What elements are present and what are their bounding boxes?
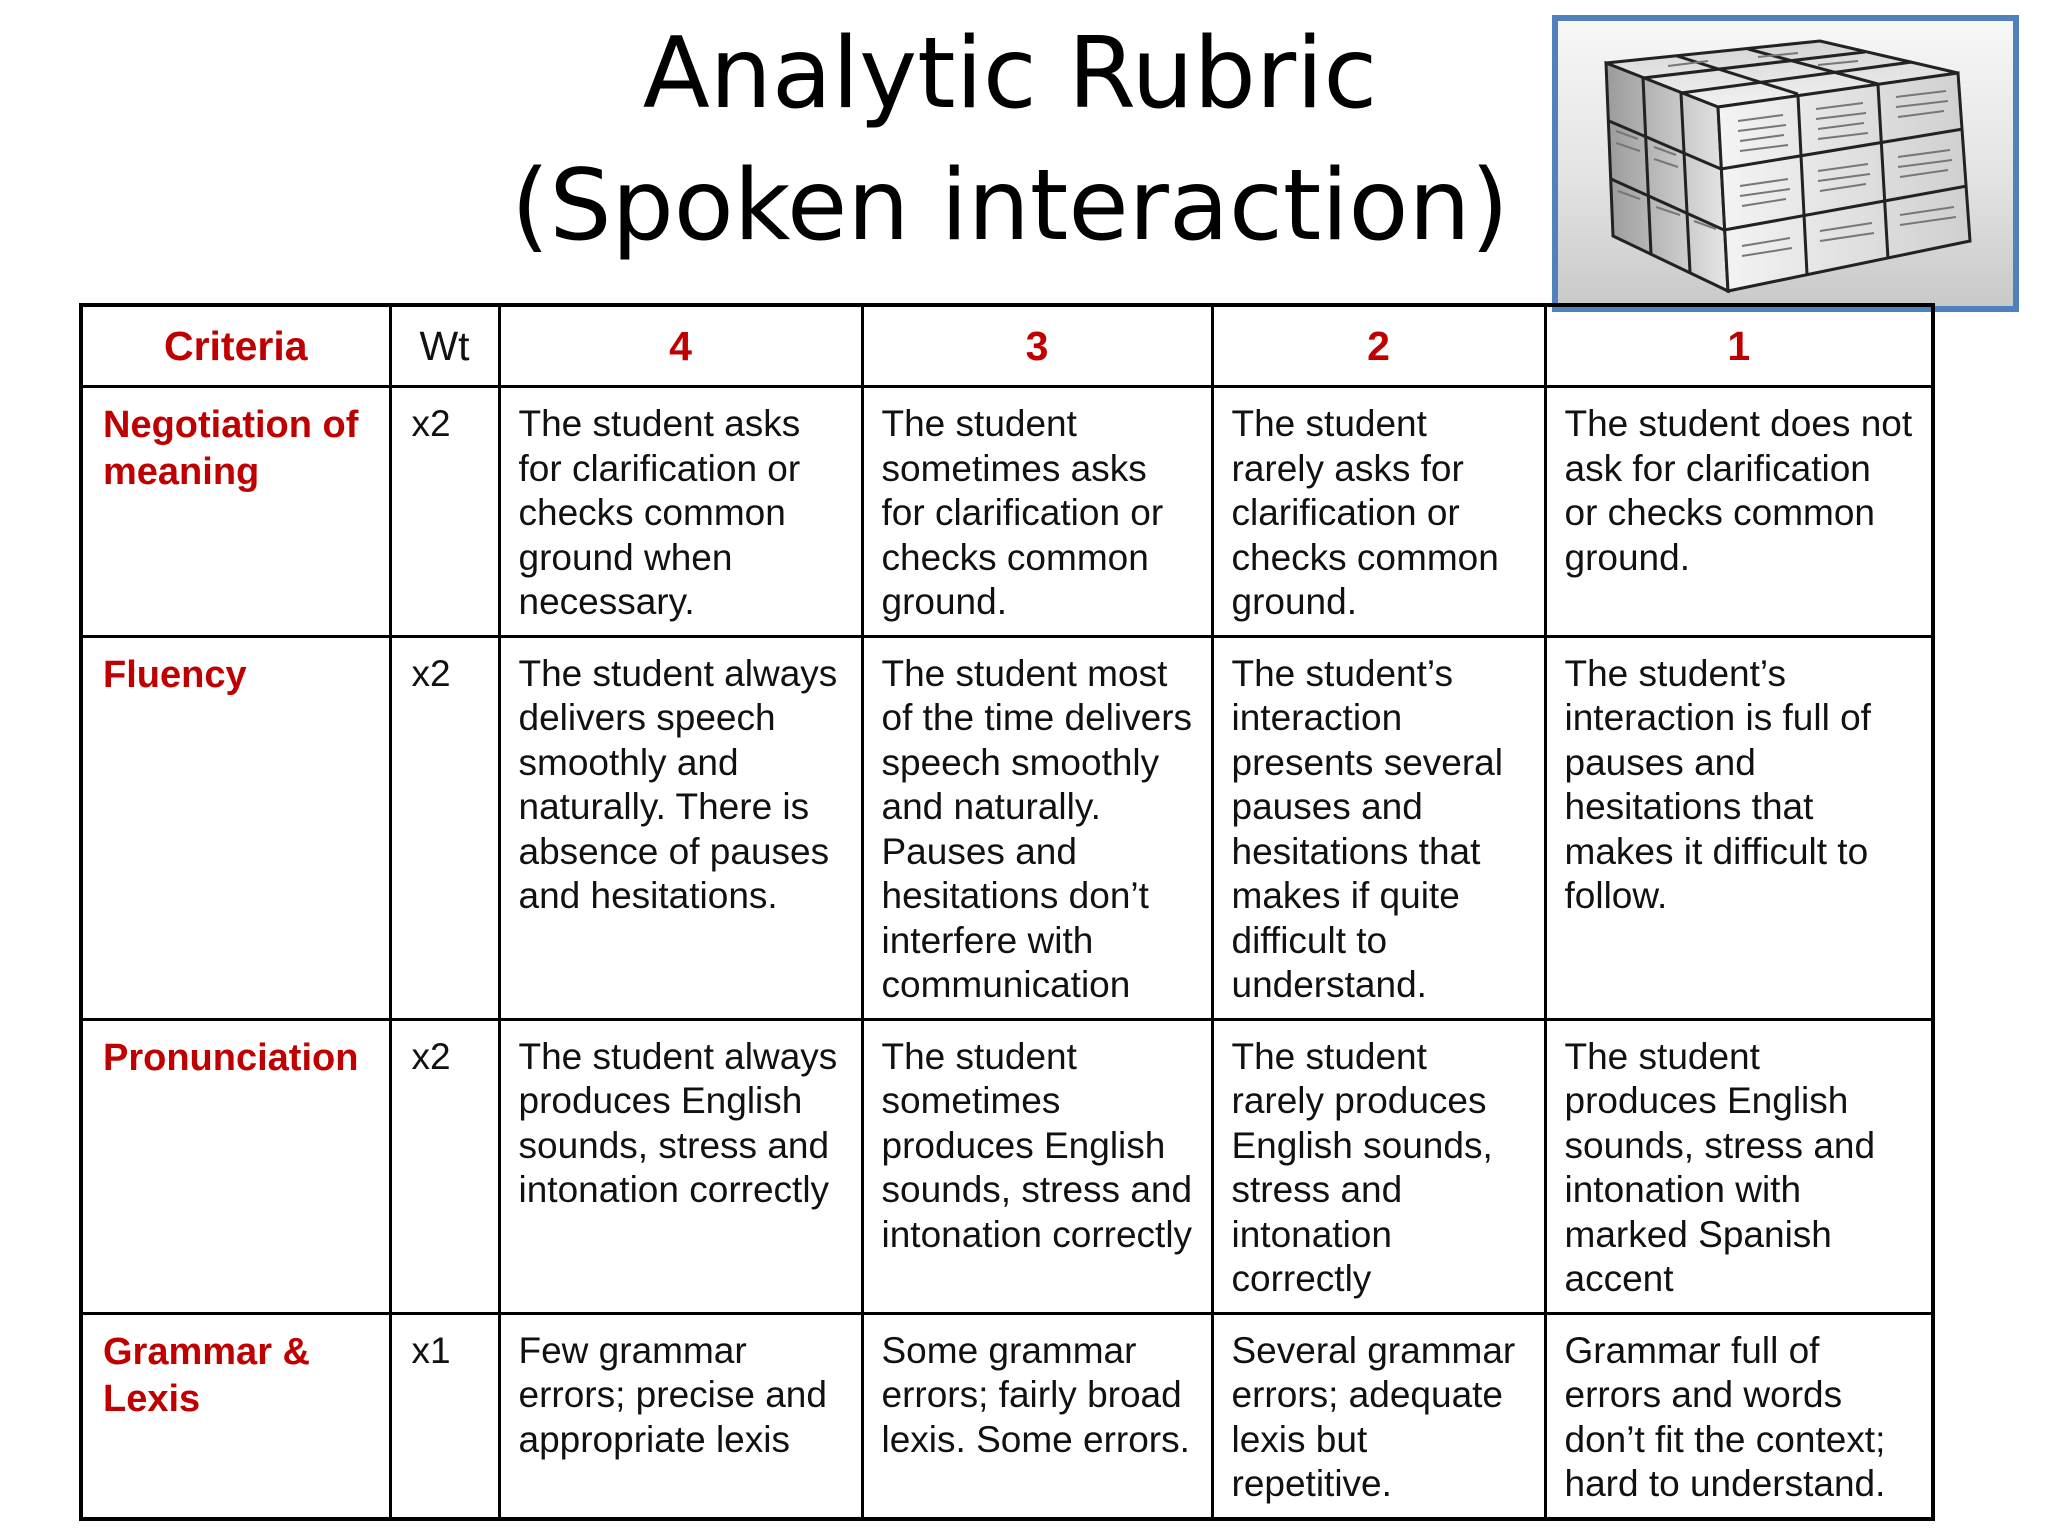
table-row: Pronunciation x2 The student always prod… [79,1017,1935,1315]
level-4-cell: The student asks for clarification or ch… [497,385,864,638]
table-header-row: Criteria Wt 4 3 2 1 [79,303,1935,388]
level-3-cell: The student most of the time delivers sp… [860,634,1214,1021]
rubik-cube-of-text-sheets-image [1552,15,2019,312]
criterion-cell: Fluency [79,634,392,1021]
table-row: Grammar & Lexis x1 Few grammar errors; p… [79,1311,1935,1520]
page-title: Analytic Rubric (Spoken interaction) [480,8,1540,272]
level-2-cell: The student’s interaction presents sever… [1210,634,1547,1021]
weight-cell: x2 [388,385,501,638]
header-level-1: 1 [1543,303,1935,388]
criterion-cell: Pronunciation [79,1017,392,1315]
table-row: Fluency x2 The student always delivers s… [79,634,1935,1021]
level-1-cell: The student’s interaction is full of pau… [1543,634,1935,1021]
level-2-cell: The student rarely asks for clarificatio… [1210,385,1547,638]
criterion-cell: Grammar & Lexis [79,1311,392,1520]
level-4-cell: The student always produces English soun… [497,1017,864,1315]
rubric-table: Criteria Wt 4 3 2 1 Negotiation of meani… [79,303,1935,1521]
level-1-cell: The student produces English sounds, str… [1543,1017,1935,1315]
header-level-4: 4 [497,303,864,388]
level-2-cell: The student rarely produces English soun… [1210,1017,1547,1315]
weight-cell: x2 [388,634,501,1021]
level-3-cell: The student sometimes asks for clarifica… [860,385,1214,638]
title-line-2: (Spoken interaction) [511,149,1509,263]
level-1-cell: Grammar full of errors and words don’t f… [1543,1311,1935,1520]
criterion-cell: Negotiation of meaning [79,385,392,638]
table-row: Negotiation of meaning x2 The student as… [79,385,1935,638]
title-line-1: Analytic Rubric [642,17,1378,131]
header-weight: Wt [388,303,501,388]
cube-illustration [1604,39,1972,294]
level-3-cell: The student sometimes produces English s… [860,1017,1214,1315]
level-3-cell: Some grammar errors; fairly broad lexis.… [860,1311,1214,1520]
header-level-2: 2 [1210,303,1547,388]
level-1-cell: The student does not ask for clarificati… [1543,385,1935,638]
level-2-cell: Several grammar errors; adequate lexis b… [1210,1311,1547,1520]
header-level-3: 3 [860,303,1214,388]
level-4-cell: The student always delivers speech smoot… [497,634,864,1021]
level-4-cell: Few grammar errors; precise and appropri… [497,1311,864,1520]
weight-cell: x2 [388,1017,501,1315]
header-criteria: Criteria [79,303,392,388]
weight-cell: x1 [388,1311,501,1520]
